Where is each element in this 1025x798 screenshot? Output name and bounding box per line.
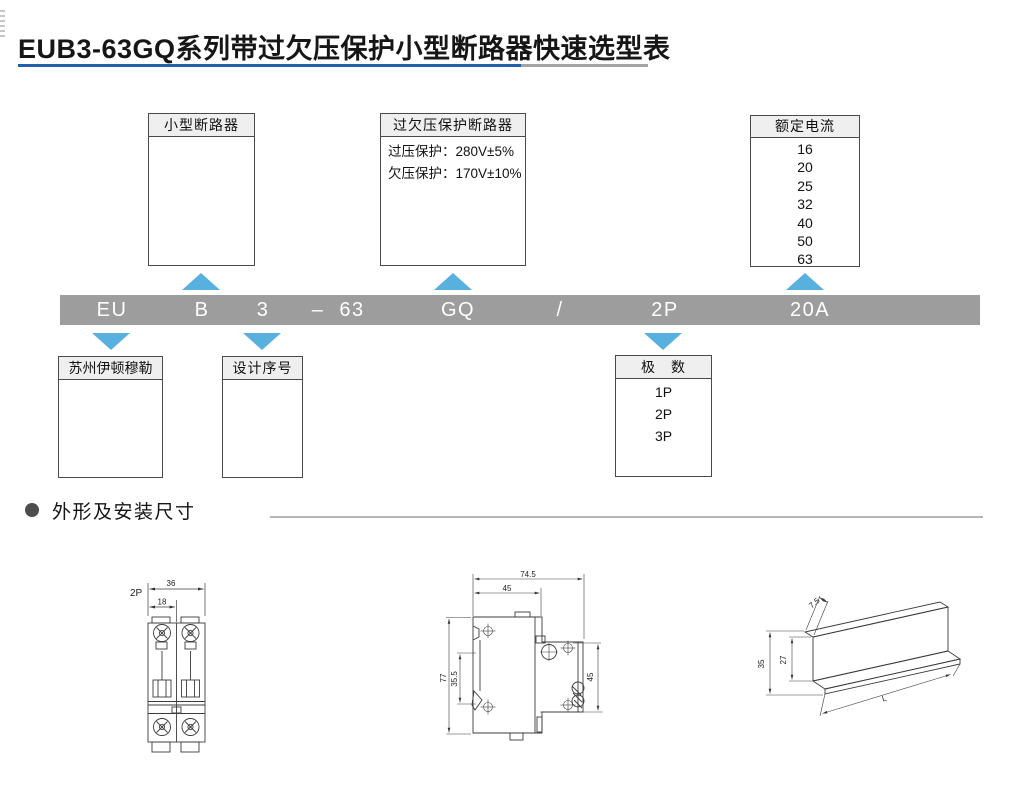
rated-current-value: 50 <box>797 233 813 250</box>
callout-box-rated-current-title: 额定电流 <box>751 116 859 138</box>
pole-option: 1P <box>654 384 673 400</box>
section-bullet-icon <box>25 503 39 517</box>
side-view-center-marks <box>480 623 576 715</box>
model-segment-series: B <box>194 299 210 321</box>
side-view-dimension-lines <box>446 574 603 735</box>
callout-box-design-number-title: 设计序号 <box>223 357 302 380</box>
din-rail-outline <box>803 601 962 695</box>
callout-box-ouv-title: 过欠压保护断路器 <box>381 114 525 137</box>
callout-box-mcb: 小型断路器 <box>148 113 255 266</box>
dim-label-74-5: 74.5 <box>520 570 536 579</box>
din-rail-dimension-lines <box>766 595 961 717</box>
down-arrow-icon <box>92 333 130 350</box>
model-segment-slash: / <box>556 299 564 321</box>
callout-box-design-number: 设计序号 <box>222 356 303 478</box>
rated-current-value: 63 <box>797 251 813 268</box>
rated-current-value: 32 <box>797 196 813 213</box>
dim-label-18: 18 <box>158 598 167 607</box>
up-arrow-icon <box>434 273 472 290</box>
rated-current-value: 16 <box>797 141 813 157</box>
rated-current-value: 40 <box>797 214 813 231</box>
up-arrow-icon <box>786 273 824 290</box>
front-view-dimension-lines <box>147 583 206 622</box>
title-underline-blue <box>18 64 521 67</box>
model-segment-current: 20A <box>789 299 831 321</box>
callout-box-poles-title: 极 数 <box>616 356 711 379</box>
dim-label-35: 35 <box>757 659 766 668</box>
model-segment-design: 3 <box>256 299 270 321</box>
din-rail-drawing: 35 27 7.5 L <box>757 595 962 717</box>
section-title: 外形及安装尺寸 <box>52 502 196 523</box>
model-segment-dash: – <box>311 299 325 321</box>
front-view-pole-label: 2P <box>130 588 143 599</box>
callout-box-rated-current: 额定电流 16 20 25 32 40 50 63 <box>750 115 860 267</box>
pole-option: 3P <box>654 428 673 444</box>
front-view-outline <box>147 616 206 753</box>
model-segment-poles: 2P <box>651 299 679 321</box>
callout-box-mcb-title: 小型断路器 <box>149 114 254 137</box>
dim-label-36: 36 <box>167 579 176 588</box>
model-code-bar: EU B 3 – 63 GQ / 2P 20A <box>60 295 980 325</box>
dim-label-45-right: 45 <box>586 672 595 681</box>
callout-box-ouv-protection: 过欠压保护断路器 过压保护：280V±5% 欠压保护：170V±10% <box>380 113 526 266</box>
undervoltage-spec: 欠压保护：170V±10% <box>388 166 522 181</box>
page-title: EUB3-63GQ系列带过欠压保护小型断路器快速选型表 <box>18 34 671 64</box>
callout-box-poles: 极 数 1P 2P 3P <box>615 355 712 477</box>
down-arrow-icon <box>243 333 281 350</box>
dim-label-27: 27 <box>779 655 788 664</box>
side-view-outline <box>471 611 585 741</box>
rated-current-value: 25 <box>797 177 813 194</box>
model-segment-frame: 63 <box>339 299 365 321</box>
model-segment-gq: GQ <box>440 299 476 321</box>
overvoltage-spec: 过压保护：280V±5% <box>388 144 514 159</box>
callout-box-manufacturer-title: 苏州伊顿穆勒 <box>59 357 162 380</box>
dim-label-35-5: 35.5 <box>450 671 459 687</box>
dim-label-77: 77 <box>440 673 448 682</box>
model-segment-brand: EU <box>96 299 128 321</box>
front-view-drawing: 2P 36 18 <box>130 579 206 753</box>
rated-current-value: 20 <box>797 159 813 176</box>
pole-option: 2P <box>654 406 673 422</box>
page-edge-marks <box>0 10 5 40</box>
callout-box-manufacturer: 苏州伊顿穆勒 <box>58 356 163 478</box>
section-divider <box>270 516 983 518</box>
down-arrow-icon <box>644 333 682 350</box>
dim-label-45-top: 45 <box>503 584 512 593</box>
dim-label-L: L <box>881 693 888 703</box>
up-arrow-icon <box>182 273 220 290</box>
side-view-drawing: 74.5 45 77 35.5 45 <box>440 570 603 741</box>
title-underline-gray <box>521 64 648 67</box>
